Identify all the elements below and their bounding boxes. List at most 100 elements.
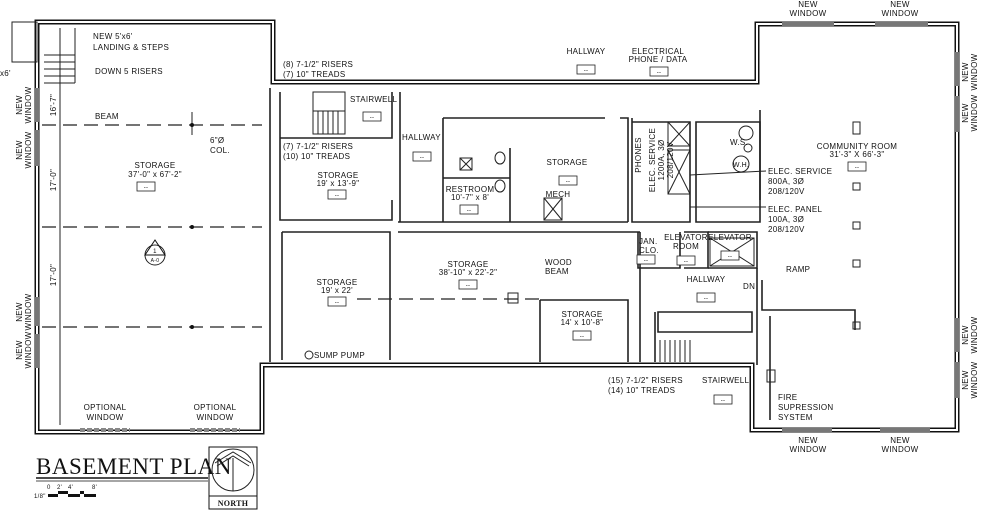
scale-tick: 0 (47, 485, 51, 491)
label: 100A, 3Ø (768, 215, 804, 224)
label: (15) 7-1/2" RISERS (608, 376, 683, 385)
north-label: NORTH (218, 499, 249, 508)
room-tag: -- (584, 68, 589, 74)
room-name: STORAGE (447, 260, 488, 269)
label: 208/120V (768, 225, 805, 234)
room-name: ELEVATOR (708, 233, 752, 242)
label: NEW (961, 62, 970, 82)
label: NEW (798, 0, 818, 9)
label: JAN. (639, 237, 658, 246)
section-number: 1 (153, 249, 157, 255)
label: WINDOW (24, 86, 33, 123)
room-name: STAIRWELL (702, 376, 750, 385)
label: NEW (15, 302, 24, 322)
label: NEW 5'x6' (93, 32, 133, 41)
room-tag-box (362, 111, 382, 122)
room-tag-box (572, 330, 592, 341)
label: SUPRESSION (778, 403, 833, 412)
landing-steps (11, 21, 76, 84)
label: WINDOW (87, 413, 124, 422)
label: BEAM (545, 267, 569, 276)
room-tag: -- (644, 258, 649, 264)
room-name: STORAGE (561, 310, 602, 319)
label: W.H. (733, 162, 749, 169)
columns (766, 121, 861, 383)
label: DN (743, 282, 755, 291)
room-tag-box (696, 292, 716, 303)
room-dimension: 19' x 22' (321, 286, 353, 295)
label: NEW (961, 325, 970, 345)
room-tag-box (327, 189, 347, 200)
label: COL. (210, 146, 230, 155)
room-name: STORAGE (316, 278, 357, 287)
scale-tick: 4' (68, 485, 73, 491)
room-name: HALLWAY (402, 133, 441, 142)
label: (10) 10" TREADS (283, 152, 350, 161)
label: SYSTEM (778, 413, 813, 422)
room-name: HALLWAY (687, 275, 726, 284)
room-tag-box (720, 250, 740, 261)
label: NEW (15, 95, 24, 115)
label: WINDOW (882, 445, 919, 454)
dimension: 16'-7" (49, 94, 58, 116)
label: W.S. (730, 138, 748, 147)
room-name: STAIRWELL (350, 95, 398, 104)
room-tag: -- (580, 334, 585, 340)
label: 208/120V (666, 141, 675, 178)
dimension: 17'-0" (49, 264, 58, 286)
room-tag-box (558, 175, 578, 186)
label: WINDOW (790, 9, 827, 18)
label: WINDOW (970, 316, 979, 353)
label: 800A, 3Ø (768, 177, 804, 186)
room-tag: -- (466, 283, 471, 289)
label: DOWN 5 RISERS (95, 67, 163, 76)
stairs (312, 91, 691, 362)
label: LANDING & STEPS (93, 43, 169, 52)
label: (7) 7-1/2" RISERS (283, 142, 353, 151)
dimension: 17'-0" (49, 169, 58, 191)
room-dimension: 37'-0" x 67'-2" (128, 170, 182, 179)
room-tag-box (458, 279, 478, 290)
room-tag: -- (684, 259, 689, 265)
exterior-walls (34, 19, 960, 435)
beams (42, 28, 540, 425)
room-name: COMMUNITY ROOM (817, 142, 898, 151)
room-tag: -- (335, 193, 340, 199)
room-dimension: 31'-3" X 66'-3" (829, 150, 884, 159)
label: OPTIONAL (84, 403, 127, 412)
label: NEW (798, 436, 818, 445)
room-name: PHONE / DATA (629, 55, 688, 64)
room-name: STORAGE (546, 158, 587, 167)
room-tag: -- (728, 254, 733, 260)
room-tag: -- (855, 165, 860, 171)
label: 6"Ø (210, 136, 224, 145)
room-tags: ---------------------------------- (136, 64, 867, 405)
scale-tick: 8' (92, 485, 97, 491)
label: PHONES (634, 137, 643, 173)
room-tag: -- (335, 300, 340, 306)
room-dimension: 19' x 13'-9" (317, 179, 360, 188)
label: (8) 7-1/2" RISERS (283, 60, 353, 69)
room-name: STORAGE (134, 161, 175, 170)
north-arrow: NORTH (208, 446, 258, 510)
room-tag: -- (704, 296, 709, 302)
room-dimension: 38'-10" x 22'-2" (439, 268, 497, 277)
room-tag-box (636, 254, 656, 265)
room-name: ROOM (673, 242, 699, 251)
scale-tick: 2' (57, 485, 62, 491)
room-name: HALLWAY (567, 47, 606, 56)
section-marker: 1 A-0 (144, 239, 166, 266)
label: WINDOW (970, 361, 979, 398)
label: FIRE (778, 393, 797, 402)
label: WINDOW (970, 94, 979, 131)
label: WINDOW (197, 413, 234, 422)
label: ELEC. PANEL (768, 205, 823, 214)
room-tag: -- (144, 185, 149, 191)
scale-fraction: 1/8" (34, 494, 46, 500)
label: NEW (890, 0, 910, 9)
label: x6' (0, 69, 11, 78)
room-tag-box (576, 64, 596, 75)
label: 208/120V (768, 187, 805, 196)
